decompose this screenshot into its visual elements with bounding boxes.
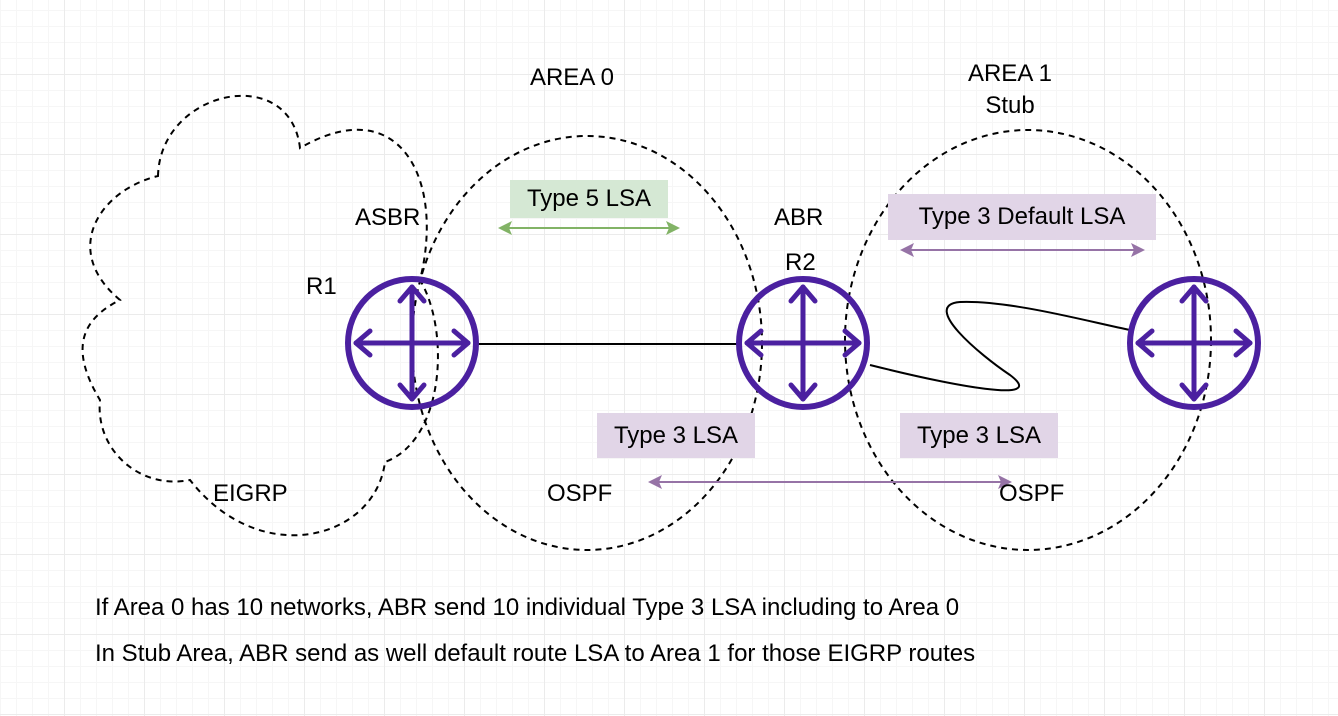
type3-lsa-label-area1: Type 3 LSA (900, 413, 1058, 458)
type3-default-lsa-label: Type 3 Default LSA (888, 194, 1156, 240)
r1-name-label: R1 (306, 273, 337, 300)
note-line-2: In Stub Area, ABR send as well default r… (95, 640, 976, 667)
area1-title: AREA 1 (967, 60, 1053, 87)
serial-link-r2-r3 (869, 300, 1131, 392)
router-icon (739, 279, 867, 407)
type3-lsa-label-area0: Type 3 LSA (597, 413, 755, 458)
note-line-1: If Area 0 has 10 networks, ABR send 10 i… (95, 594, 960, 621)
area1-boundary (844, 129, 1212, 551)
type5-arrow (498, 221, 680, 235)
type3-arrow (648, 475, 1012, 489)
eigrp-label: EIGRP (213, 480, 288, 507)
router-icon (1130, 279, 1258, 407)
ospf-area1-label: OSPF (999, 480, 1065, 507)
type3-default-arrow (900, 243, 1145, 257)
router-icon (348, 279, 476, 407)
area0-title: AREA 0 (529, 64, 615, 91)
r2-role-label: ABR (774, 204, 824, 231)
eigrp-cloud (81, 94, 439, 537)
area1-subtitle: Stub (985, 92, 1035, 119)
r1-role-label: ASBR (355, 204, 421, 231)
r2-name-label: R2 (785, 249, 816, 276)
ospf-area0-label: OSPF (547, 480, 613, 507)
type5-lsa-label: Type 5 LSA (510, 180, 668, 218)
